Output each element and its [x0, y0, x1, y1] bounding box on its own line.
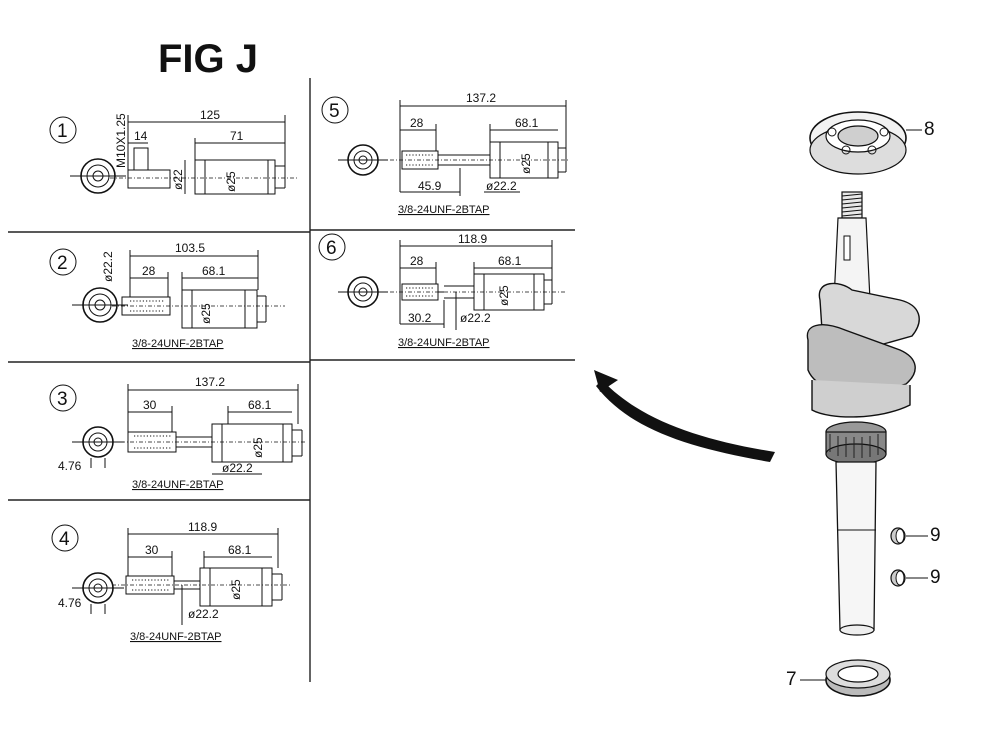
shaft-end-view [70, 158, 126, 194]
panel-number-circle [49, 248, 77, 276]
panel-number-circle [49, 384, 77, 412]
dim-right: 68.1 [498, 254, 522, 268]
dim-dia-bot: ø22.2 [222, 461, 253, 475]
shaft-end-view [338, 276, 388, 308]
dimension-lines [127, 384, 299, 475]
shaft-profile [112, 289, 285, 329]
dim-right: 68.1 [248, 398, 272, 412]
dim-left: 30 [145, 543, 159, 557]
shaft-profile [390, 141, 570, 179]
lower-shaft [835, 461, 877, 631]
dim-dia-top: ø22.2 [101, 251, 115, 282]
panel-number-circle [51, 524, 79, 552]
tap-spec: 3/8-24UNF-2BTAP [132, 338, 224, 350]
dim-left: 28 [142, 264, 156, 278]
dimension-lines [399, 100, 567, 196]
tap-spec: 3/8-24UNF-2BTAP [132, 479, 224, 491]
timing-gear [825, 421, 887, 465]
dim-overall: 137.2 [466, 91, 496, 105]
dim-dia-bot: ø22.2 [188, 607, 219, 621]
tap-spec: 3/8-24UNF-2BTAP [130, 631, 222, 643]
dim-overall: 118.9 [458, 232, 487, 246]
dim-side: 4.76 [58, 596, 82, 610]
dim-left: 28 [410, 116, 424, 130]
shaft-profile [112, 423, 305, 463]
dim-dia-b: ø25 [251, 437, 265, 458]
callout-7: 7 [786, 669, 797, 690]
dim-dia-bot: ø22.2 [486, 179, 517, 193]
bearing-part-8 [809, 111, 907, 175]
dimension-lines [129, 250, 259, 297]
shaft-profile [112, 567, 290, 607]
panel-number: 3 [57, 389, 68, 410]
panel-number: 6 [326, 238, 337, 259]
panel-number: 4 [59, 529, 70, 550]
dim-bot-left: 45.9 [418, 179, 442, 193]
shaft-end-view [72, 287, 128, 323]
dim-side: 4.76 [58, 459, 82, 473]
tap-spec: 3/8-24UNF-2BTAP [398, 204, 490, 216]
dim-dia-bot: ø22.2 [460, 311, 491, 325]
dim-bot-left: 30.2 [408, 311, 432, 325]
panel-4: 4 4.76 [51, 520, 290, 643]
panel-3: 3 4.76 [49, 375, 305, 491]
dim-right: 71 [230, 129, 244, 143]
dim-left: 28 [410, 254, 424, 268]
panel-number: 5 [329, 101, 340, 122]
dim-dia-b: ø25 [229, 579, 243, 600]
panel-number: 1 [57, 121, 68, 142]
dim-dia-b: ø25 [199, 303, 213, 324]
panel-5: 5 [321, 91, 570, 216]
dim-dia-b: ø25 [519, 153, 533, 174]
dim-right: 68.1 [202, 264, 226, 278]
callout-9-b: 9 [930, 567, 941, 588]
dim-right: 68.1 [515, 116, 539, 130]
seal-part-7 [825, 659, 891, 697]
shaft-profile [390, 273, 565, 311]
panel-number-circle [321, 96, 349, 124]
figure-title: FIG J [158, 37, 258, 81]
dimension-lines [399, 240, 553, 330]
dim-overall: 125 [200, 108, 220, 122]
dim-dia-b: ø25 [497, 285, 511, 306]
dim-dia-a: ø22 [171, 169, 185, 190]
dim-right: 68.1 [228, 543, 252, 557]
dimension-lines [127, 115, 286, 194]
shaft-end-view [338, 144, 388, 176]
dim-overall: 103.5 [175, 241, 205, 255]
dim-left: 14 [134, 129, 148, 143]
panel-6: 6 [318, 232, 565, 349]
curved-arrow [594, 370, 775, 462]
shaft-profile [110, 147, 298, 195]
tap-spec: 3/8-24UNF-2BTAP [398, 337, 490, 349]
key-part-9-a [890, 527, 906, 545]
panel-2: 2 103.5 28 [49, 241, 285, 350]
panel-number-circle [49, 116, 77, 144]
dimension-lines [127, 528, 279, 625]
dim-overall: 137.2 [195, 375, 225, 389]
dim-dia-b: ø25 [224, 171, 238, 192]
shaft-end-view [72, 572, 124, 614]
panel-number: 2 [57, 253, 68, 274]
callout-8: 8 [924, 119, 935, 140]
dim-overall: 118.9 [188, 520, 217, 534]
panel-grid [8, 78, 575, 682]
dim-left: 30 [143, 398, 157, 412]
crankshaft-illustration: 8 9 9 [786, 111, 941, 697]
callout-9-a: 9 [930, 525, 941, 546]
panel-1: 1 125 14 71 [49, 108, 298, 195]
dim-thread: M10X1.25 [114, 113, 128, 168]
key-part-9-b [890, 569, 906, 587]
panel-number-circle [318, 233, 346, 261]
